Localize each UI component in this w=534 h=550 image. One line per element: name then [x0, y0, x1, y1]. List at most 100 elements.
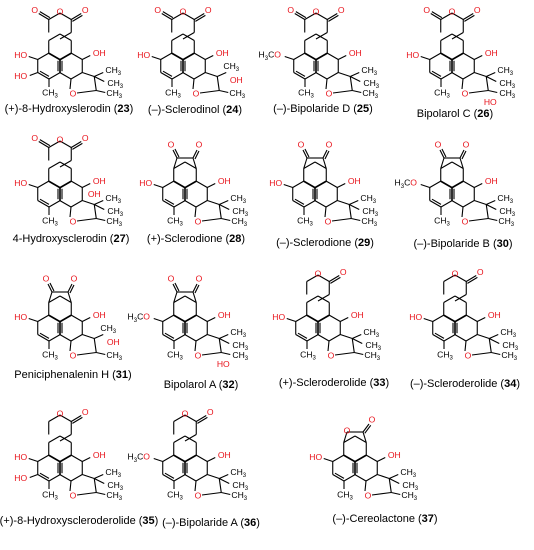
hydroxy-label: OH [88, 189, 101, 199]
compound-caption: (–)-Bipolaride D (25) [273, 103, 373, 115]
hydroxy-label: HO [14, 452, 27, 462]
methyl-label: CH3 [105, 467, 121, 479]
carbonyl-bond [174, 148, 180, 158]
furan-bond [340, 333, 353, 340]
substituent-bond [219, 199, 229, 206]
furan-bond [485, 204, 489, 219]
ring-bond [48, 454, 61, 462]
carbonyl-bond [431, 11, 443, 19]
methyl-label: CH3 [106, 490, 122, 502]
carbonyl-bond [459, 149, 465, 159]
furan-bond [207, 199, 220, 206]
carbonyl-bond [193, 13, 205, 20]
substituent-bond [153, 183, 163, 189]
ring-bond [59, 52, 72, 60]
substituent-bond [153, 317, 163, 323]
ring-bond [184, 314, 197, 322]
compound-name: Bipolarol A ( [164, 379, 223, 391]
upper-ring-bond [317, 274, 330, 282]
ring-bond [59, 200, 72, 208]
ring-bond [365, 474, 378, 482]
upper-ring-bond [59, 414, 72, 422]
furan-bond [371, 491, 392, 496]
hydroxy-label: HO [137, 50, 150, 60]
ring-bond [48, 181, 61, 189]
methyl-label: CH3 [105, 65, 121, 77]
ring-bond [59, 181, 72, 189]
carbonyl-bond [430, 13, 442, 20]
compound-name: 4-Hydroxysclerodin ( [13, 233, 114, 245]
compound-caption: (–)-Scleroderolide (34) [410, 378, 520, 390]
substituent-bond [153, 457, 163, 463]
ring-bond [440, 180, 453, 188]
hydroxy-label: OH [351, 310, 364, 320]
compound-caption: (–)-Cereolactone (37) [332, 513, 437, 525]
carbonyl-oxygen-label: O [463, 139, 470, 149]
methyl-label: CH3 [105, 193, 121, 205]
ring-bond [37, 334, 50, 342]
ring-bond [451, 53, 464, 61]
upper-ring-bond [59, 434, 72, 442]
substituent-bond [486, 204, 497, 210]
ring-oxygen-label: O [57, 134, 64, 144]
methyl-label: CH3 [165, 87, 181, 99]
substituent-bond [489, 333, 499, 340]
ring-bond [465, 334, 478, 342]
carbonyl-bond [439, 149, 445, 159]
carbonyl-bond [49, 282, 55, 292]
methyl-label: CH3 [499, 206, 515, 218]
compound-number: 33 [373, 377, 385, 389]
ring-bond [37, 474, 50, 482]
ring-bond [432, 314, 445, 322]
compound-caption: 4-Hydroxysclerodin (27) [13, 233, 130, 245]
substituent-bond [29, 473, 38, 479]
ring-bond [48, 474, 61, 482]
substituent-bond [377, 457, 386, 462]
furan-bond [461, 78, 464, 90]
hydroxy-label: OH [388, 450, 401, 460]
ring-bond [293, 72, 306, 80]
carbonyl-bond [465, 275, 477, 282]
carbonyl-bond [72, 14, 83, 22]
compound-number: 30 [497, 238, 509, 250]
ring-bond [343, 435, 356, 443]
substituent-bond [283, 183, 293, 189]
ring-bond [454, 334, 467, 342]
methyl-label: CH3 [497, 65, 513, 77]
ring-double-bond [39, 472, 50, 479]
hydroxy-label: OH [218, 310, 231, 320]
methyl-label: CH3 [361, 216, 377, 228]
compound-number: 36 [244, 517, 256, 529]
substituent-bond [284, 55, 294, 61]
carbonyl-oxygen-label: O [205, 5, 212, 15]
hydroxy-label: OH [485, 48, 498, 58]
ring-bond [162, 474, 175, 482]
ring-bond [48, 72, 61, 80]
methyl-label: CH3 [232, 340, 248, 352]
carbonyl-bond [38, 141, 50, 148]
methyl-label: CH3 [167, 349, 183, 361]
ring-oxygen-label: O [313, 6, 320, 16]
dione-bond [303, 157, 308, 169]
ring-bond [173, 200, 186, 208]
carbonyl-bond [328, 14, 339, 22]
ring-bond [429, 72, 442, 80]
ring-bond [173, 334, 186, 342]
furan-oxygen-label: O [328, 350, 335, 360]
compound-name: (–)-Bipolaride D ( [273, 103, 357, 115]
upper-ring-bond [454, 294, 467, 302]
compound-number: 26 [477, 108, 489, 120]
substituent-bond [354, 351, 364, 356]
carbonyl-oxygen-label: O [287, 5, 294, 15]
ring-bond [173, 161, 186, 169]
compound-number: 32 [222, 379, 234, 391]
furan-oxygen-label: O [462, 216, 469, 226]
substituent-bond [28, 183, 38, 189]
compound-name: (–)-Bipolaride A ( [162, 517, 244, 529]
methyl-label: CH3 [402, 480, 418, 492]
ring-bond [173, 435, 186, 443]
